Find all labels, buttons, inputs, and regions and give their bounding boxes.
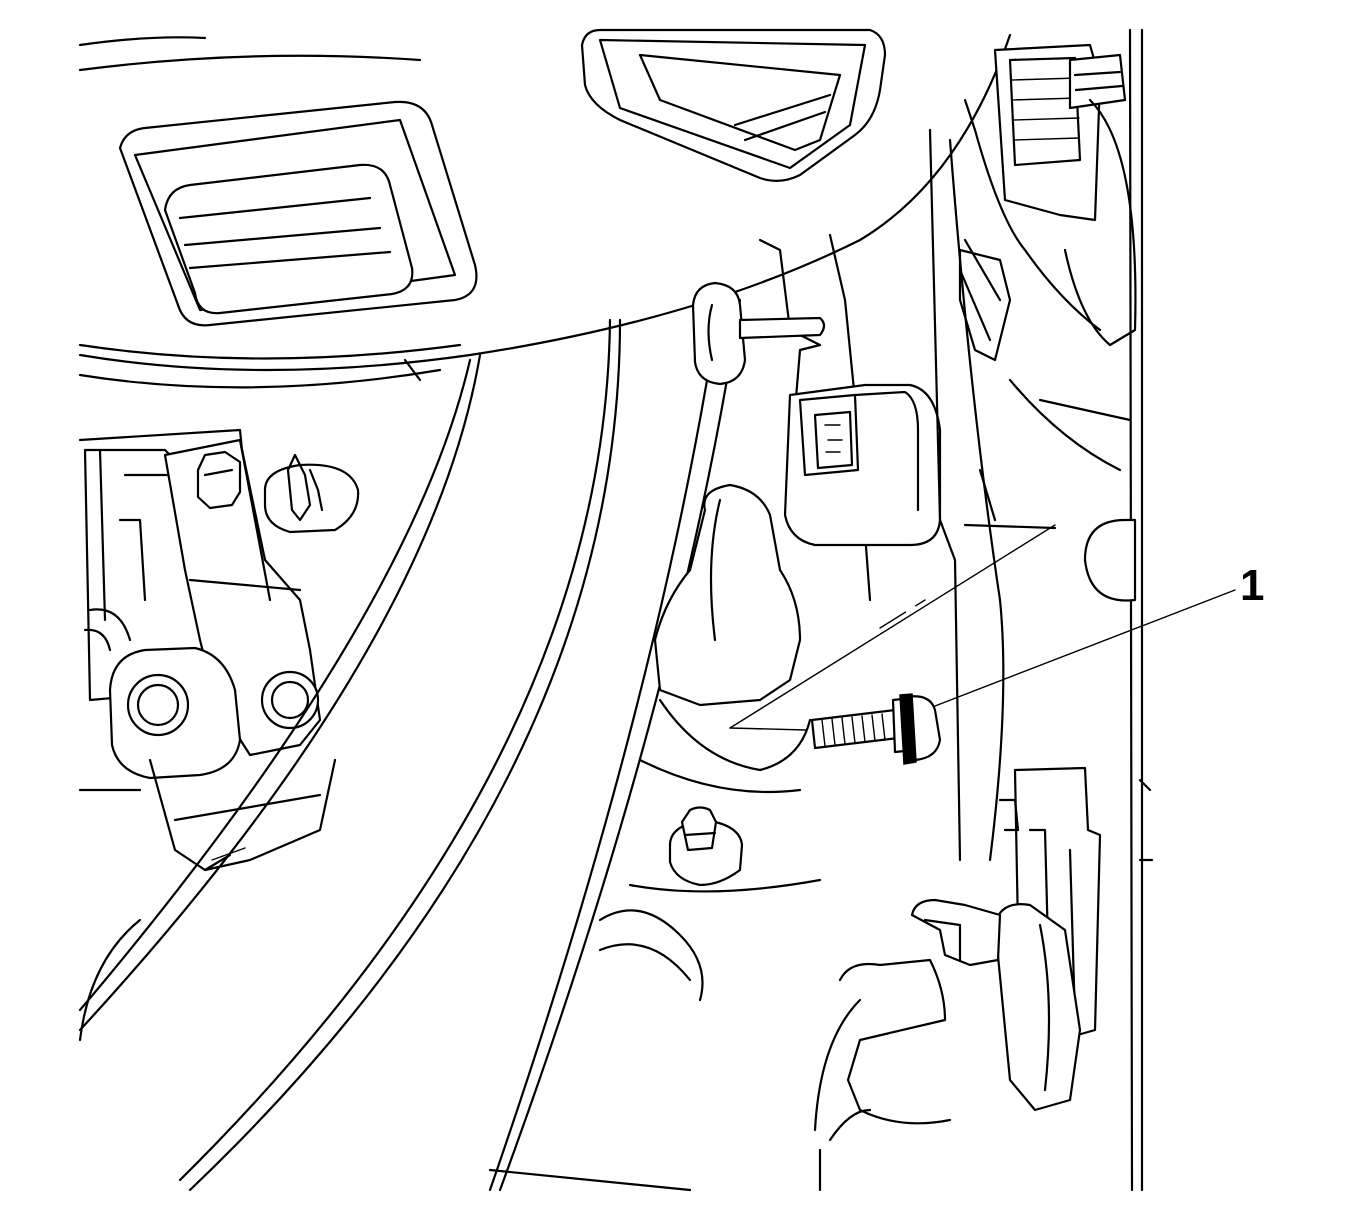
installation-path — [729, 524, 1056, 731]
steering-column-u-joint — [78, 428, 360, 872]
callout-1-label: 1 — [1240, 561, 1264, 610]
pedal-bracket-assembly — [598, 233, 942, 1002]
callout-1-leader — [934, 589, 1236, 707]
pedal-support-bracket — [813, 28, 1154, 1192]
steering-column-shroud — [78, 298, 742, 1192]
steering-wheel-hub — [78, 28, 1012, 389]
bolt — [810, 693, 942, 765]
